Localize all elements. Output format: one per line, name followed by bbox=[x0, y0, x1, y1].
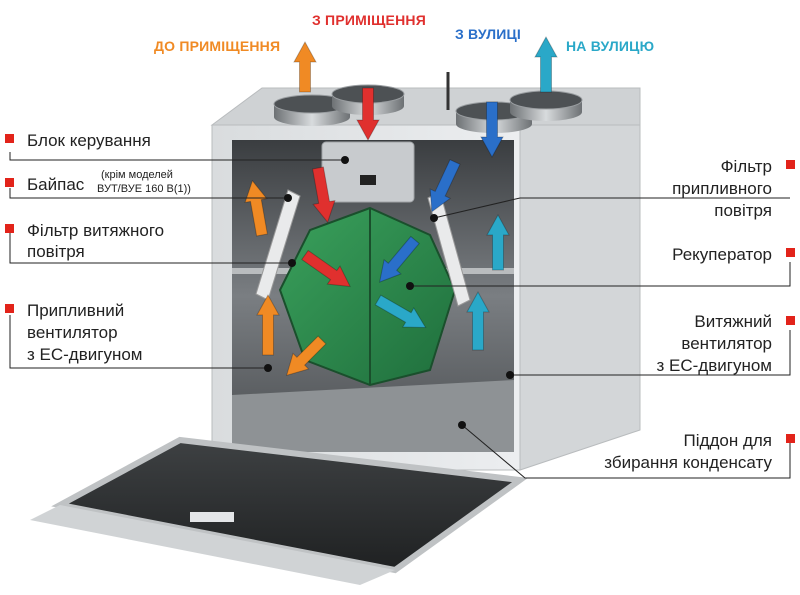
label-supply-fan-3: з ЕС-двигуном bbox=[27, 345, 143, 364]
spigot-4 bbox=[509, 90, 583, 121]
label-supply-filter-2: припливного bbox=[672, 179, 772, 198]
spigot-1 bbox=[273, 94, 351, 126]
control-box bbox=[321, 141, 415, 203]
marker-exhaust-filter bbox=[5, 224, 14, 233]
marker-supply-filter bbox=[786, 160, 795, 169]
arrow-interior-supply-mid bbox=[285, 335, 327, 377]
flow-label-to-street: НА ВУЛИЦЮ bbox=[566, 38, 655, 54]
marker-exhaust-fan bbox=[786, 316, 795, 325]
arrow-interior-exhaust-fan bbox=[466, 290, 490, 351]
label-exhaust-fan-1: Витяжний bbox=[694, 312, 772, 331]
front-door bbox=[51, 436, 529, 574]
label-exhaust-fan-3: з ЕС-двигуном bbox=[656, 356, 772, 375]
marker-recuperator bbox=[786, 248, 795, 257]
arrow-interior-fresh-in bbox=[429, 159, 461, 213]
arrow-from-street bbox=[480, 101, 504, 159]
label-exhaust-filter-1: Фільтр витяжного bbox=[27, 221, 165, 240]
arrow-interior-supply-out bbox=[244, 179, 268, 237]
flow-label-to-room: ДО ПРИМІЩЕННЯ bbox=[154, 38, 281, 54]
arrow-to-room bbox=[293, 40, 317, 93]
label-supply-filter-1: Фільтр bbox=[720, 157, 772, 176]
drain-pan bbox=[232, 380, 514, 452]
leader-lines bbox=[9, 152, 791, 479]
label-exhaust-filter-2: повітря bbox=[27, 242, 85, 261]
label-recuperator: Рекуператор bbox=[672, 245, 772, 264]
label-drain-pan-2: збирання конденсату bbox=[604, 453, 772, 472]
label-supply-filter-3: повітря bbox=[714, 201, 772, 220]
flow-label-from-room: З ПРИМІЩЕННЯ bbox=[312, 12, 426, 28]
label-control-unit: Блок керування bbox=[27, 131, 151, 150]
cabinet-side bbox=[519, 124, 641, 471]
arrow-from-room bbox=[356, 87, 380, 142]
arrow-interior-exhaust-mid bbox=[301, 249, 351, 288]
bypass-note-line1: (крім моделей bbox=[101, 169, 173, 181]
marker-supply-fan bbox=[5, 304, 14, 313]
flow-label-from-street: З ВУЛИЦІ bbox=[455, 26, 522, 42]
leader-dots bbox=[264, 156, 514, 429]
arrow-to-street bbox=[534, 35, 558, 93]
marker-drain-pan bbox=[786, 434, 795, 443]
marker-control-unit bbox=[5, 134, 14, 143]
arrow-interior-exhaust-up bbox=[486, 213, 510, 271]
arrow-interior-exhaust-out bbox=[374, 294, 427, 329]
marker-bypass bbox=[5, 178, 14, 187]
label-exhaust-fan-2: вентилятор bbox=[681, 334, 772, 353]
label-bypass: Байпас bbox=[27, 175, 85, 194]
arrow-interior-fresh-mid bbox=[378, 235, 420, 283]
label-supply-fan-1: Припливний bbox=[27, 301, 125, 320]
arrow-interior-exhaust-in bbox=[312, 166, 336, 224]
label-supply-fan-2: вентилятор bbox=[27, 323, 118, 342]
arrow-interior-supply-fan bbox=[256, 293, 280, 356]
label-drain-pan-1: Піддон для bbox=[683, 431, 772, 450]
bypass-note-line2: ВУТ/ВУЕ 160 В(1)) bbox=[97, 183, 191, 195]
